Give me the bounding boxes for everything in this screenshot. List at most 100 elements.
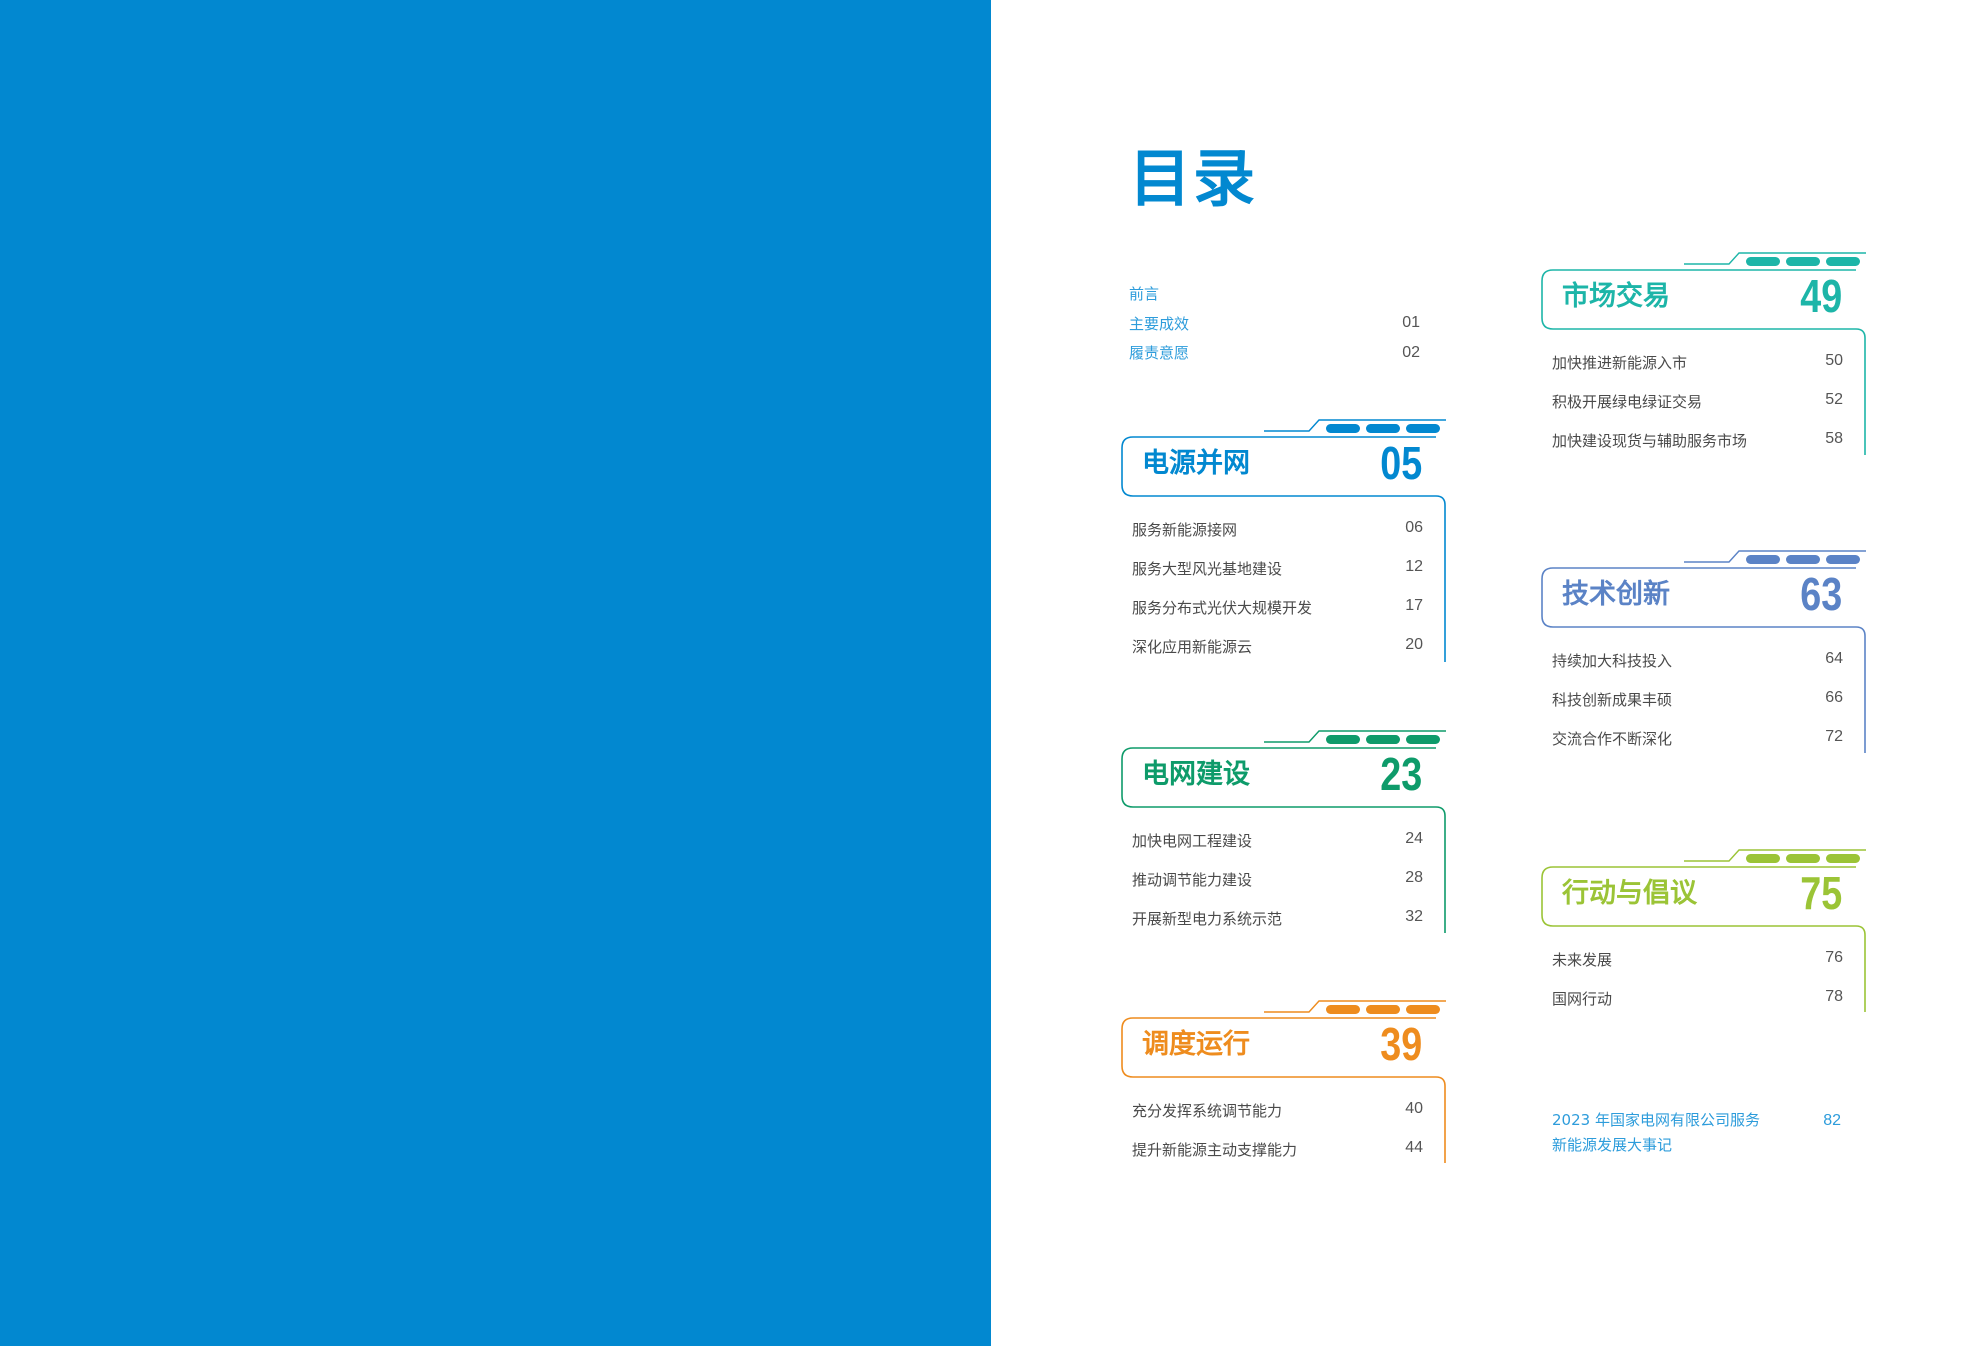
toc-entry-label: 深化应用新能源云 <box>1132 638 1253 656</box>
toc-entry-label: 加快推进新能源入市 <box>1552 354 1688 372</box>
toc-entry-page: 58 <box>1825 430 1843 447</box>
toc-entry-label: 推动调节能力建设 <box>1132 871 1253 889</box>
toc-entry[interactable]: 加快推进新能源入市 50 <box>1552 352 1843 391</box>
toc-entry-page: 64 <box>1825 650 1843 667</box>
toc-entry[interactable]: 服务大型风光基地建设 12 <box>1132 558 1423 597</box>
toc-entry[interactable]: 提升新能源主动支撑能力 44 <box>1132 1139 1423 1178</box>
decorative-pill <box>1326 735 1360 744</box>
toc-entry[interactable]: 服务分布式光伏大规模开发 17 <box>1132 597 1423 636</box>
toc-entry-page: 17 <box>1405 597 1423 614</box>
decorative-pill <box>1786 257 1820 266</box>
decorative-pill <box>1366 1005 1400 1014</box>
toc-entry-page: 28 <box>1405 869 1423 886</box>
toc-entry-label: 提升新能源主动支撑能力 <box>1132 1141 1298 1159</box>
section-page-number: 63 <box>1800 568 1842 620</box>
section-connector-line <box>1684 550 1866 563</box>
toc-entry-page: 20 <box>1405 636 1423 653</box>
toc-entry-page: 06 <box>1405 519 1423 536</box>
section-frame <box>1541 849 1866 1012</box>
page-title: 目录 <box>1129 142 1258 215</box>
toc-entry[interactable]: 加快电网工程建设 24 <box>1132 830 1423 869</box>
toc-entry-page: 52 <box>1825 391 1843 408</box>
section-connector-line <box>1684 849 1866 862</box>
decorative-pill <box>1406 1005 1440 1014</box>
section-frame-line <box>1541 866 1866 1012</box>
toc-entry-main-results[interactable]: 主要成效 01 <box>1129 309 1420 339</box>
cover-color-panel <box>0 0 991 1346</box>
toc-entry-label: 交流合作不断深化 <box>1552 730 1673 748</box>
section-connector-line <box>1264 730 1446 743</box>
section-title[interactable]: 市场交易 <box>1562 281 1670 312</box>
toc-entry-label: 服务新能源接网 <box>1132 521 1238 539</box>
memorabilia-title-line-1: 2023 年国家电网有限公司服务 <box>1552 1111 1760 1129</box>
toc-entry-page: 82 <box>1823 1112 1841 1129</box>
intro-list: 前言 主要成效 01 履责意愿 02 <box>1129 279 1420 368</box>
section-connector-line <box>1264 419 1446 432</box>
section-connector-line <box>1264 1000 1446 1013</box>
section-title[interactable]: 技术创新 <box>1562 579 1670 610</box>
decorative-pill <box>1746 555 1780 564</box>
toc-entry[interactable]: 积极开展绿电绿证交易 52 <box>1552 391 1843 430</box>
section-title[interactable]: 电源并网 <box>1142 448 1250 479</box>
section-page-number: 39 <box>1380 1018 1422 1070</box>
decorative-pill <box>1786 555 1820 564</box>
toc-entry-page: 72 <box>1825 728 1843 745</box>
toc-entry[interactable]: 服务新能源接网 06 <box>1132 519 1423 558</box>
toc-entry[interactable]: 深化应用新能源云 20 <box>1132 636 1423 675</box>
decorative-pill <box>1326 424 1360 433</box>
decorative-pill <box>1406 424 1440 433</box>
toc-entry-page: 44 <box>1405 1139 1423 1156</box>
toc-entry-page: 02 <box>1402 343 1420 361</box>
toc-entry-page: 24 <box>1405 830 1423 847</box>
toc-entry-label: 国网行动 <box>1552 990 1613 1008</box>
decorative-pill <box>1366 735 1400 744</box>
section-connector-line <box>1684 252 1866 265</box>
section-frame-line <box>1121 1017 1446 1163</box>
toc-entry[interactable]: 国网行动 78 <box>1552 988 1843 1027</box>
decorative-pill <box>1826 555 1860 564</box>
toc-entry-page: 50 <box>1825 352 1843 369</box>
section-title[interactable]: 电网建设 <box>1142 759 1250 790</box>
decorative-pill <box>1786 854 1820 863</box>
toc-entry-label: 服务分布式光伏大规模开发 <box>1132 599 1313 617</box>
toc-entry-label: 持续加大科技投入 <box>1552 652 1673 670</box>
toc-entry[interactable]: 交流合作不断深化 72 <box>1552 728 1843 767</box>
toc-entry-label: 服务大型风光基地建设 <box>1132 560 1283 578</box>
toc-entry-label: 履责意愿 <box>1129 344 1190 363</box>
toc-entry-memorabilia[interactable]: 2023 年国家电网有限公司服务 新能源发展大事记 82 <box>1552 1108 1841 1158</box>
toc-entry[interactable]: 充分发挥系统调节能力 40 <box>1132 1100 1423 1139</box>
toc-entry-page: 01 <box>1402 314 1420 332</box>
section-title[interactable]: 调度运行 <box>1142 1029 1250 1060</box>
section-frame <box>1121 1000 1446 1163</box>
toc-entry-page: 32 <box>1405 908 1423 925</box>
toc-entry-label: 充分发挥系统调节能力 <box>1132 1102 1283 1120</box>
section-frame <box>1121 419 1446 662</box>
toc-entry-page: 66 <box>1825 689 1843 706</box>
decorative-pill <box>1746 257 1780 266</box>
section-page-number: 75 <box>1800 867 1842 919</box>
section-frame <box>1121 730 1446 933</box>
toc-entry-label: 未来发展 <box>1552 951 1613 969</box>
section-frame-line <box>1121 747 1446 933</box>
toc-entry-willingness[interactable]: 履责意愿 02 <box>1129 338 1420 368</box>
section-frame <box>1541 252 1866 455</box>
toc-entry-label: 积极开展绿电绿证交易 <box>1552 393 1703 411</box>
toc-entry[interactable]: 持续加大科技投入 64 <box>1552 650 1843 689</box>
decorative-pill <box>1326 1005 1360 1014</box>
toc-entry[interactable]: 推动调节能力建设 28 <box>1132 869 1423 908</box>
toc-entry-label: 前言 <box>1129 285 1160 304</box>
toc-entry-page: 12 <box>1405 558 1423 575</box>
decorative-pill <box>1826 854 1860 863</box>
section-title[interactable]: 行动与倡议 <box>1562 878 1697 909</box>
decorative-pill <box>1406 735 1440 744</box>
toc-entry-preface[interactable]: 前言 <box>1129 279 1420 309</box>
toc-entry-page: 78 <box>1825 988 1843 1005</box>
memorabilia-title-line-2: 新能源发展大事记 <box>1552 1136 1673 1154</box>
section-page-number: 05 <box>1380 437 1422 489</box>
toc-entry-label: 加快电网工程建设 <box>1132 832 1253 850</box>
toc-entry-page: 40 <box>1405 1100 1423 1117</box>
